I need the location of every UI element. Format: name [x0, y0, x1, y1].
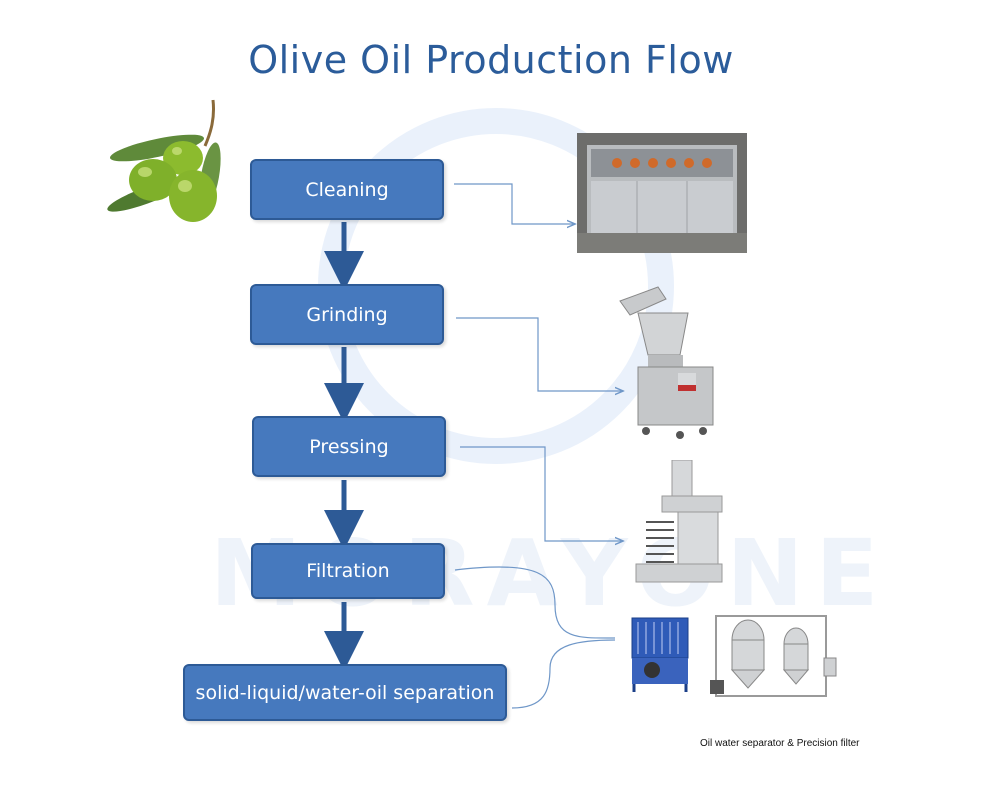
- connector-cleaning: [454, 183, 574, 224]
- connector-pressing: [460, 446, 622, 541]
- connector-grinding: [456, 317, 622, 391]
- step-cleaning: Cleaning: [250, 159, 444, 220]
- connector-filtration: [454, 566, 616, 639]
- separator-filter-image: [631, 615, 837, 697]
- connector-separation: [511, 639, 616, 709]
- washing-machine-image: [577, 133, 747, 253]
- step-pressing: Pressing: [252, 416, 446, 477]
- page-title: Olive Oil Production Flow: [248, 38, 734, 82]
- step-separation: solid-liquid/water-oil separation: [183, 664, 507, 721]
- oil-press-image: [635, 460, 723, 583]
- grinder-machine-image: [619, 286, 714, 439]
- step-grinding: Grinding: [250, 284, 444, 345]
- olive-icon: [107, 99, 221, 222]
- machine-caption: Oil water separator & Precision filter: [700, 738, 860, 749]
- step-filtration: Filtration: [251, 543, 445, 599]
